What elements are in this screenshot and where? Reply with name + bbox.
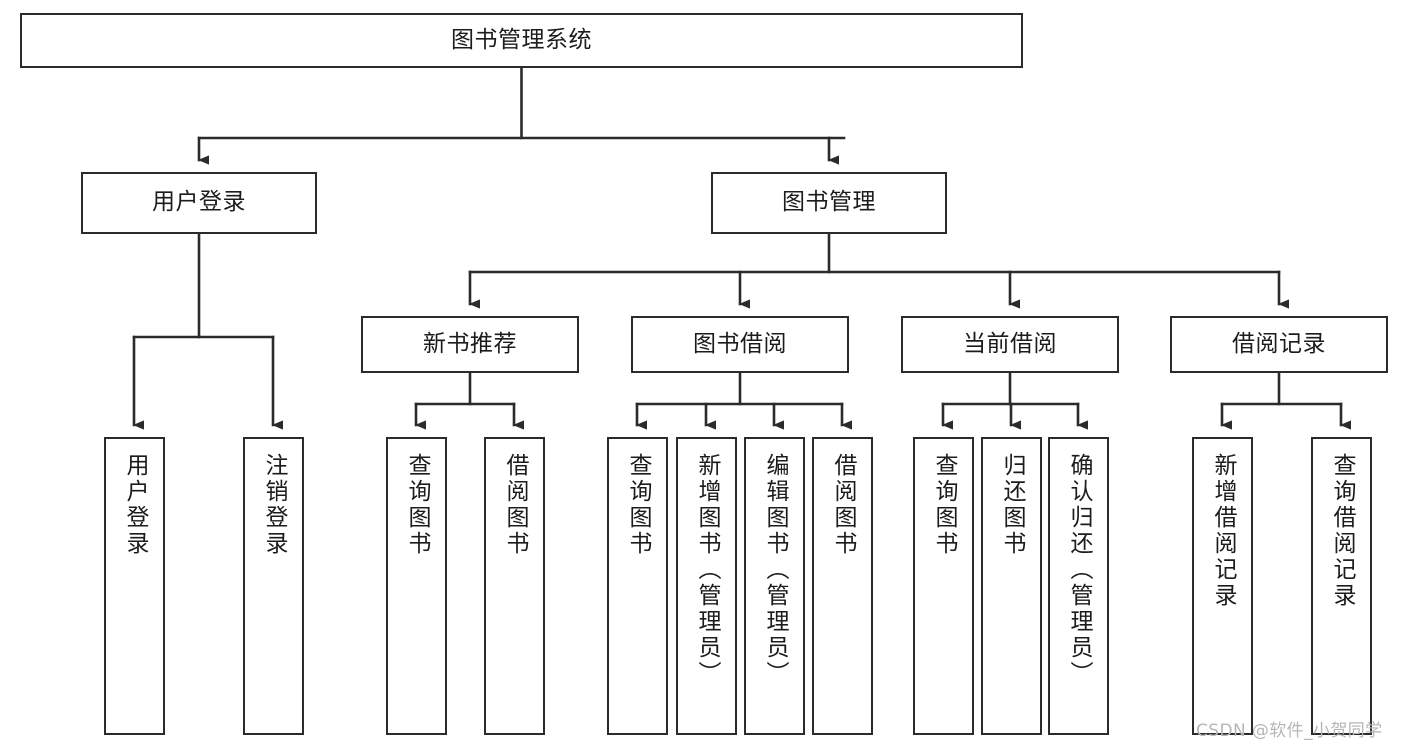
- node-borrow-record-label: 借阅记录: [1232, 330, 1326, 357]
- node-leaf-user-logout-label: 注销登录: [261, 453, 287, 557]
- node-user-login[interactable]: 用户登录: [81, 172, 317, 234]
- node-leaf-query-book-2[interactable]: 查询图书: [607, 437, 668, 735]
- node-leaf-return-book[interactable]: 归还图书: [981, 437, 1042, 735]
- node-new-book-recommend-label: 新书推荐: [423, 330, 517, 357]
- node-leaf-user-login-label: 用户登录: [122, 453, 148, 557]
- node-leaf-borrow-book-1-label: 借阅图书: [502, 453, 528, 557]
- node-user-login-label: 用户登录: [152, 189, 246, 216]
- node-leaf-user-logout[interactable]: 注销登录: [243, 437, 304, 735]
- node-leaf-query-book-2-label: 查询图书: [625, 453, 651, 557]
- node-new-book-recommend[interactable]: 新书推荐: [361, 316, 579, 373]
- node-leaf-borrow-book-1[interactable]: 借阅图书: [484, 437, 545, 735]
- node-leaf-query-record-label: 查询借阅记录: [1329, 453, 1355, 609]
- node-current-borrow-label: 当前借阅: [963, 330, 1057, 357]
- node-book-manage-label: 图书管理: [782, 189, 876, 216]
- node-leaf-confirm-return[interactable]: 确认归还（管理员）: [1048, 437, 1109, 735]
- node-book-borrow-label: 图书借阅: [693, 330, 787, 357]
- node-root[interactable]: 图书管理系统: [20, 13, 1023, 68]
- node-leaf-query-book-3-label: 查询图书: [931, 453, 957, 557]
- csdn-watermark: CSDN @软件_小贺同学: [1196, 721, 1383, 741]
- node-borrow-record[interactable]: 借阅记录: [1170, 316, 1388, 373]
- node-leaf-query-book-1[interactable]: 查询图书: [386, 437, 447, 735]
- node-leaf-edit-book[interactable]: 编辑图书（管理员）: [744, 437, 805, 735]
- node-leaf-add-book-label: 新增图书（管理员）: [694, 453, 720, 687]
- node-leaf-return-book-label: 归还图书: [999, 453, 1025, 557]
- node-leaf-borrow-book-2[interactable]: 借阅图书: [812, 437, 873, 735]
- node-book-manage[interactable]: 图书管理: [711, 172, 947, 234]
- node-leaf-add-record[interactable]: 新增借阅记录: [1192, 437, 1253, 735]
- node-root-label: 图书管理系统: [451, 26, 592, 53]
- node-leaf-add-record-label: 新增借阅记录: [1210, 453, 1236, 609]
- node-book-borrow[interactable]: 图书借阅: [631, 316, 849, 373]
- node-leaf-query-record[interactable]: 查询借阅记录: [1311, 437, 1372, 735]
- node-leaf-borrow-book-2-label: 借阅图书: [830, 453, 856, 557]
- node-leaf-query-book-1-label: 查询图书: [404, 453, 430, 557]
- node-leaf-query-book-3[interactable]: 查询图书: [913, 437, 974, 735]
- node-leaf-user-login[interactable]: 用户登录: [104, 437, 165, 735]
- node-leaf-edit-book-label: 编辑图书（管理员）: [762, 453, 788, 687]
- node-leaf-confirm-return-label: 确认归还（管理员）: [1066, 453, 1092, 687]
- node-leaf-add-book[interactable]: 新增图书（管理员）: [676, 437, 737, 735]
- node-current-borrow[interactable]: 当前借阅: [901, 316, 1119, 373]
